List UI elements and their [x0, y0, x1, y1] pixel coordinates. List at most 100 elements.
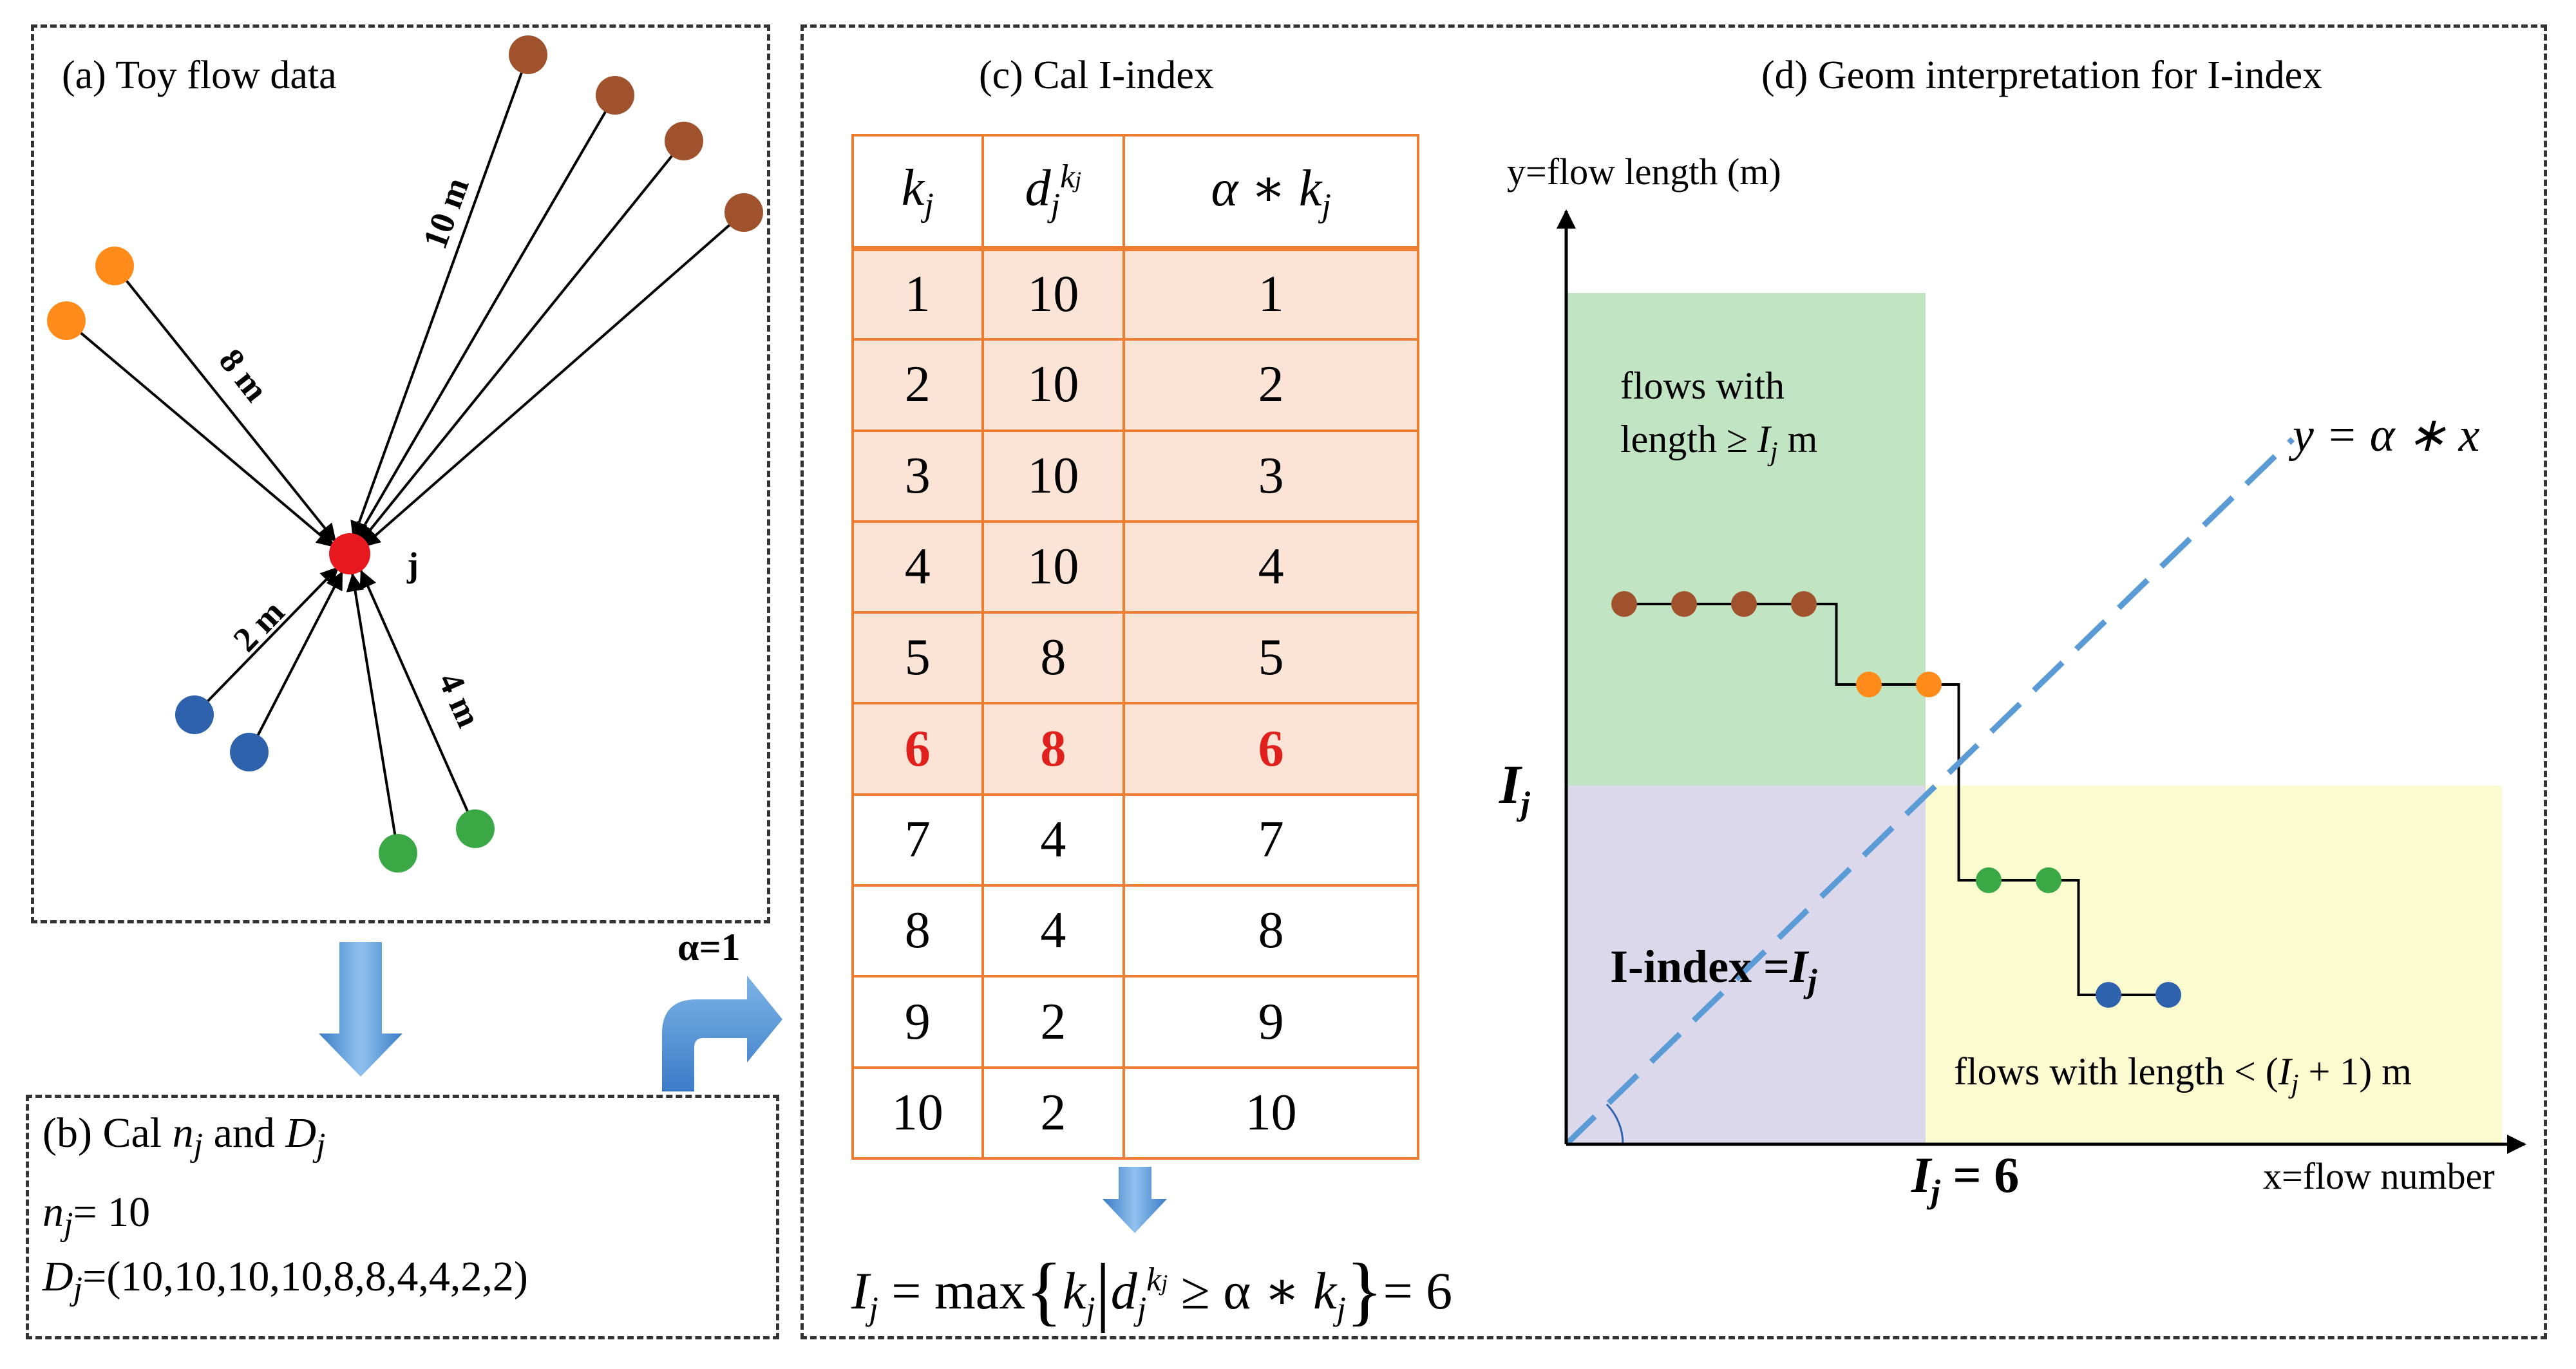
flow-edge	[361, 211, 745, 549]
data-point	[2096, 982, 2121, 1008]
cell-k: 6	[851, 702, 984, 796]
cell-d: 10	[981, 429, 1126, 523]
x-axis-label: x=flow number	[2263, 1155, 2495, 1197]
target-node-j	[329, 533, 370, 574]
cell-d: 10	[981, 338, 1126, 432]
toy-flow-graph: j 10 m 8 m 2 m 4 m	[47, 35, 763, 873]
n-line-sub: j	[64, 1206, 73, 1243]
cell-d: 2	[981, 975, 1126, 1069]
data-point	[1856, 672, 1882, 697]
cell-d: 2	[981, 1066, 1126, 1160]
cell-d: 4	[981, 793, 1126, 887]
d-line: Dj=(10,10,10,10,8,8,4,4,2,2)	[43, 1252, 528, 1308]
alpha-angle-arc	[1605, 1103, 1624, 1145]
cell-k: 10	[851, 1066, 984, 1160]
flow-edge	[193, 565, 340, 716]
down-arrow-a-to-b	[319, 942, 402, 1077]
panel-c-title: (c) Cal I-index	[979, 53, 1214, 97]
flow-edge	[346, 572, 399, 854]
cell-alpha-k: 1	[1122, 247, 1419, 341]
cell-k: 1	[851, 247, 984, 341]
n-line-var: n	[43, 1189, 64, 1236]
data-point	[2155, 982, 2181, 1008]
var-d-sub: j	[316, 1127, 326, 1164]
data-point	[1976, 867, 2002, 893]
flow-edge	[113, 265, 337, 543]
brown-node	[509, 35, 547, 74]
var-n-sub: j	[193, 1127, 204, 1164]
panel-cd-frame	[800, 24, 2547, 1339]
data-point	[1611, 591, 1637, 617]
panel-b-title: (b) Cal nj and Dj	[43, 1109, 325, 1164]
panel-b-title-and: and	[203, 1109, 286, 1157]
cell-alpha-k: 4	[1122, 520, 1419, 614]
brown-node	[724, 193, 763, 232]
cell-d: 10	[981, 247, 1126, 341]
n-line-value: = 10	[73, 1189, 151, 1236]
green-node	[379, 834, 417, 873]
cell-d: 8	[981, 611, 1126, 705]
table-header-row: kj djkj α ∗ kj	[851, 134, 1419, 251]
header-k: kj	[851, 134, 984, 251]
cell-alpha-k: 2	[1122, 338, 1419, 432]
yellow-region	[1926, 786, 2502, 1144]
panel-b-frame	[26, 1095, 779, 1339]
cell-alpha-k: 7	[1122, 793, 1419, 887]
cell-alpha-k: 10	[1122, 1066, 1419, 1160]
panel-d-title: (d) Geom interpretation for I-index	[1761, 53, 2323, 97]
d-line-value: =(10,10,10,10,8,8,4,4,2,2)	[82, 1253, 528, 1300]
y-tick-ij: Ij	[1499, 753, 1530, 823]
flow-edge	[354, 94, 616, 542]
orange-node	[95, 247, 134, 285]
data-point	[1671, 591, 1697, 617]
flow-points	[1611, 591, 2181, 1008]
i-index-formula: Ij = max{kj|djkj ≥ α ∗ kj}= 6	[851, 1247, 1453, 1333]
cell-k: 5	[851, 611, 984, 705]
green-region-text-2: length ≥ Ij m	[1620, 418, 1818, 467]
cell-alpha-k: 6	[1122, 702, 1419, 796]
node-label-j: j	[406, 545, 419, 584]
flow-edge	[350, 54, 529, 540]
cell-alpha-k: 5	[1122, 611, 1419, 705]
d-line-var: D	[43, 1253, 73, 1300]
blue-node	[175, 695, 214, 734]
n-line: nj= 10	[43, 1188, 150, 1243]
turn-arrow-b-to-c	[662, 976, 782, 1091]
var-n: n	[172, 1109, 194, 1157]
green-region-text-1: flows with	[1620, 364, 1785, 407]
panel-b-title-prefix: (b) Cal	[43, 1109, 173, 1157]
down-arrow-table-to-formula	[1103, 1167, 1167, 1233]
brown-node	[665, 122, 703, 160]
green-region	[1566, 293, 1926, 786]
cell-k: 9	[851, 975, 984, 1069]
data-point	[2036, 867, 2061, 893]
cell-alpha-k: 9	[1122, 975, 1419, 1069]
green-node	[456, 809, 495, 848]
alpha-label: α=1	[677, 926, 741, 968]
cell-k: 4	[851, 520, 984, 614]
yellow-region-text: flows with length < (Ij + 1) m	[1954, 1050, 2412, 1099]
line-label: y = α ∗ x	[2288, 409, 2480, 462]
data-point	[1731, 591, 1757, 617]
panel-a-title: (a) Toy flow data	[62, 53, 337, 97]
flow-edge	[248, 571, 344, 753]
data-point	[1791, 591, 1817, 617]
orange-node	[47, 301, 86, 340]
header-d: djkj	[981, 134, 1126, 251]
cell-k: 3	[851, 429, 984, 523]
cell-d: 4	[981, 884, 1126, 978]
cell-k: 8	[851, 884, 984, 978]
cell-d: 10	[981, 520, 1126, 614]
d-line-sub: j	[73, 1270, 83, 1308]
